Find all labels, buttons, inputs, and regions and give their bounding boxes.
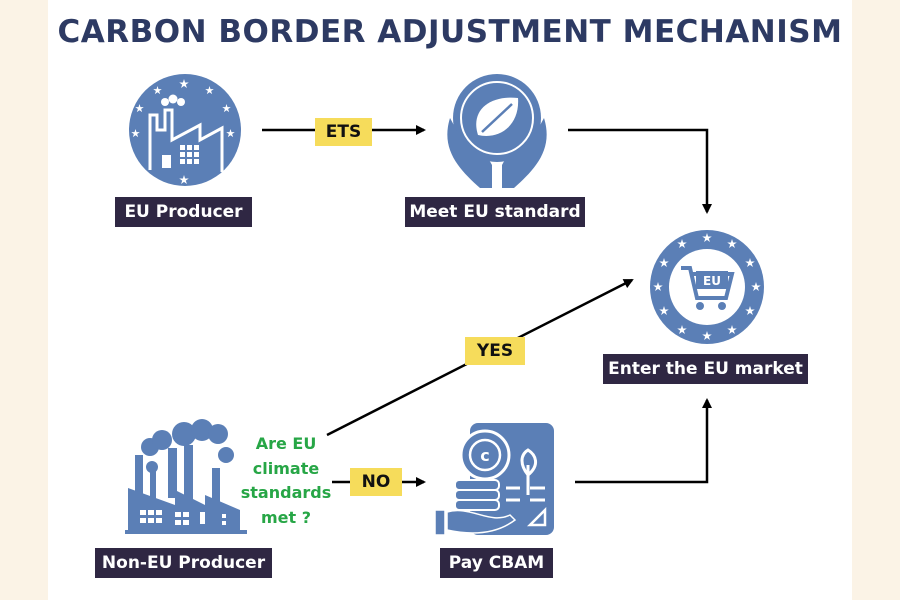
arrow-standard-to-market [568,128,712,214]
edge-label-ets: ETS [315,118,372,146]
cbam-payment-icon: c [434,423,554,536]
svg-text:c: c [480,446,489,465]
page-title: CARBON BORDER ADJUSTMENT MECHANISM [57,14,843,50]
decision-question: Are EU climate standards met ? [240,434,332,527]
node-label-eu-market: Enter the EU market [603,354,808,384]
node-label-meet-standard: Meet EU standard [405,197,585,227]
edge-label-yes: YES [465,337,525,365]
edge-label-no: NO [350,468,402,496]
arrow-cbam-to-market [575,398,712,484]
eu-factory-icon [129,74,241,186]
eu-cart-icon: EU [650,230,764,344]
polluting-factory-icon [125,419,247,534]
node-label-pay-cbam: Pay CBAM [440,548,553,578]
cart-eu-badge: EU [703,274,721,288]
node-label-non-eu-producer: Non-EU Producer [95,548,272,578]
node-label-eu-producer: EU Producer [115,197,252,227]
globe-hands-leaf-icon [447,74,547,188]
